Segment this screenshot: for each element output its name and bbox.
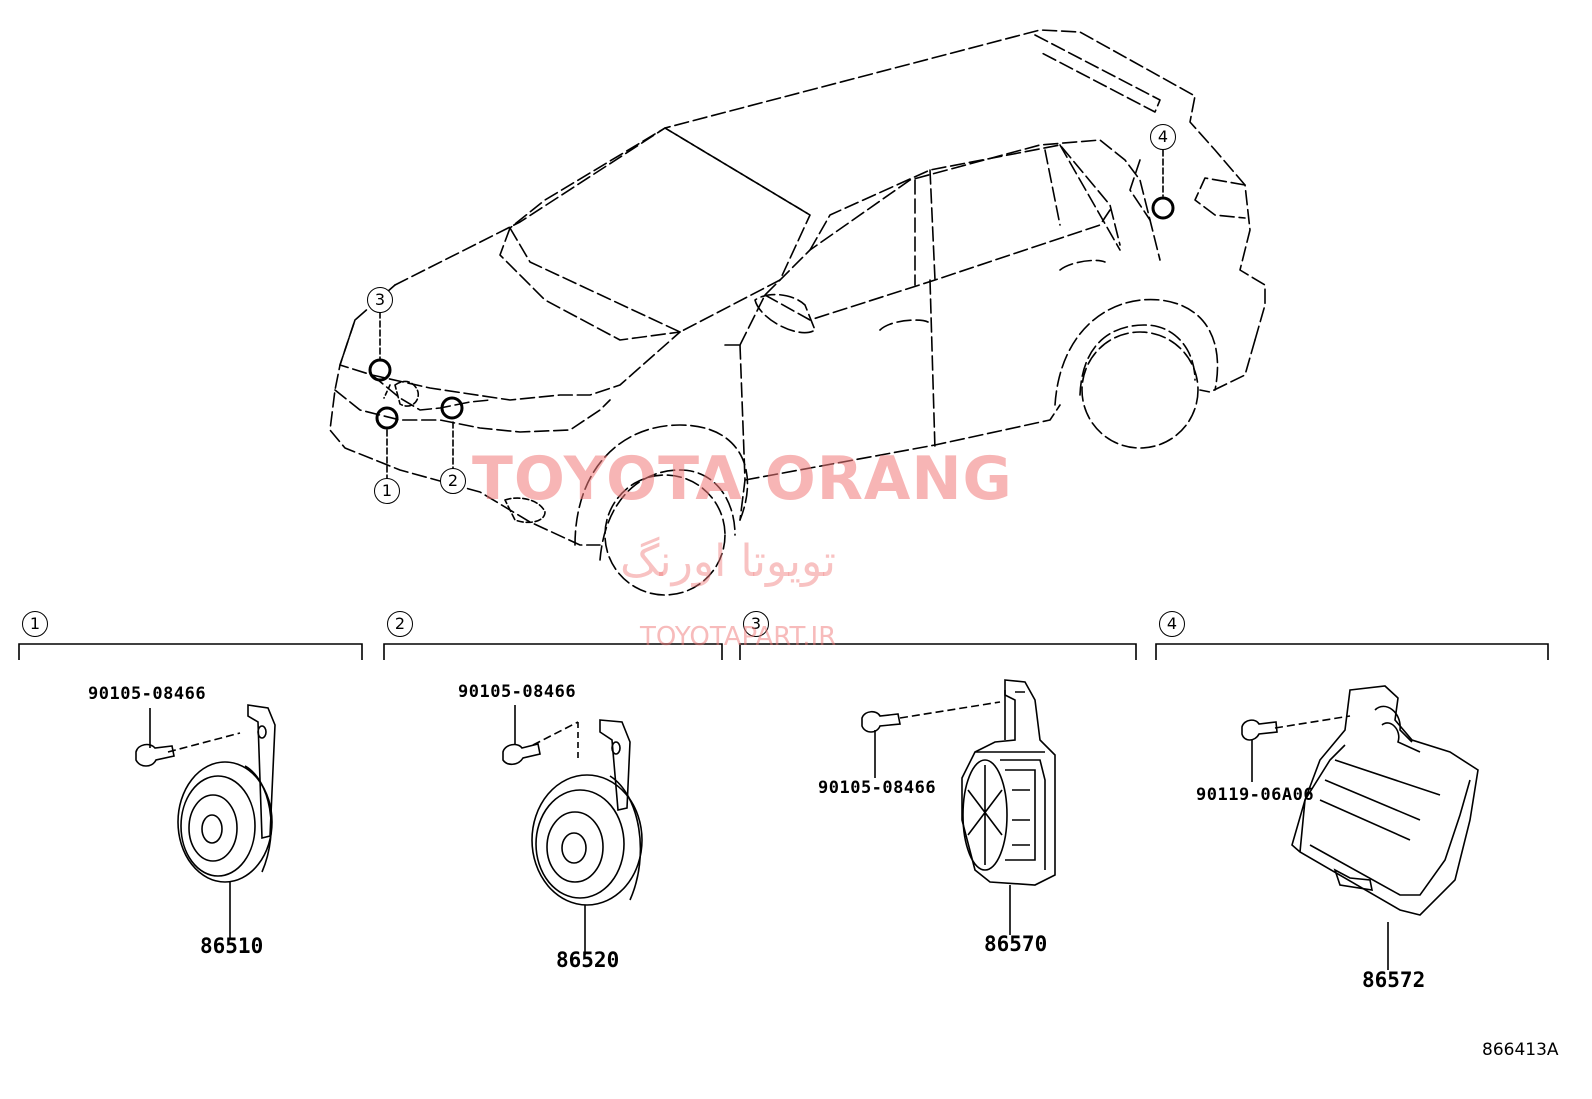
bolt-part-number-3: 90105-08466 — [818, 778, 937, 798]
horn-86510-drawing — [135, 704, 276, 940]
section-index-4: 4 — [1159, 611, 1185, 637]
diagram-code: 866413A — [1482, 1040, 1559, 1060]
main-part-number-2: 86520 — [556, 948, 620, 972]
section-index-2: 2 — [387, 611, 413, 637]
main-part-number-4: 86572 — [1362, 968, 1426, 992]
vehicle-callout-2: 2 — [440, 468, 466, 494]
watermark-brand: TOYOTA ORANG — [472, 444, 1013, 514]
watermark-site: TOYOTAPART.IR — [640, 622, 837, 652]
vehicle-callout-4: 4 — [1150, 124, 1176, 150]
main-part-number-3: 86570 — [984, 932, 1048, 956]
vehicle-callout-1: 1 — [374, 478, 400, 504]
bolt-part-number-4: 90119-06A06 — [1196, 785, 1315, 805]
watermark-persian: تویوتا اورنگ — [620, 536, 836, 587]
section-index-1: 1 — [22, 611, 48, 637]
main-part-number-1: 86510 — [200, 934, 264, 958]
bolt-part-number-2: 90105-08466 — [458, 682, 577, 702]
horn-86520-drawing — [502, 705, 643, 955]
vehicle-callout-3: 3 — [367, 287, 393, 313]
module-86572-drawing — [1241, 685, 1479, 970]
speaker-86570-drawing — [861, 679, 1056, 935]
bolt-part-number-1: 90105-08466 — [88, 684, 207, 704]
section-index-3: 3 — [743, 611, 769, 637]
